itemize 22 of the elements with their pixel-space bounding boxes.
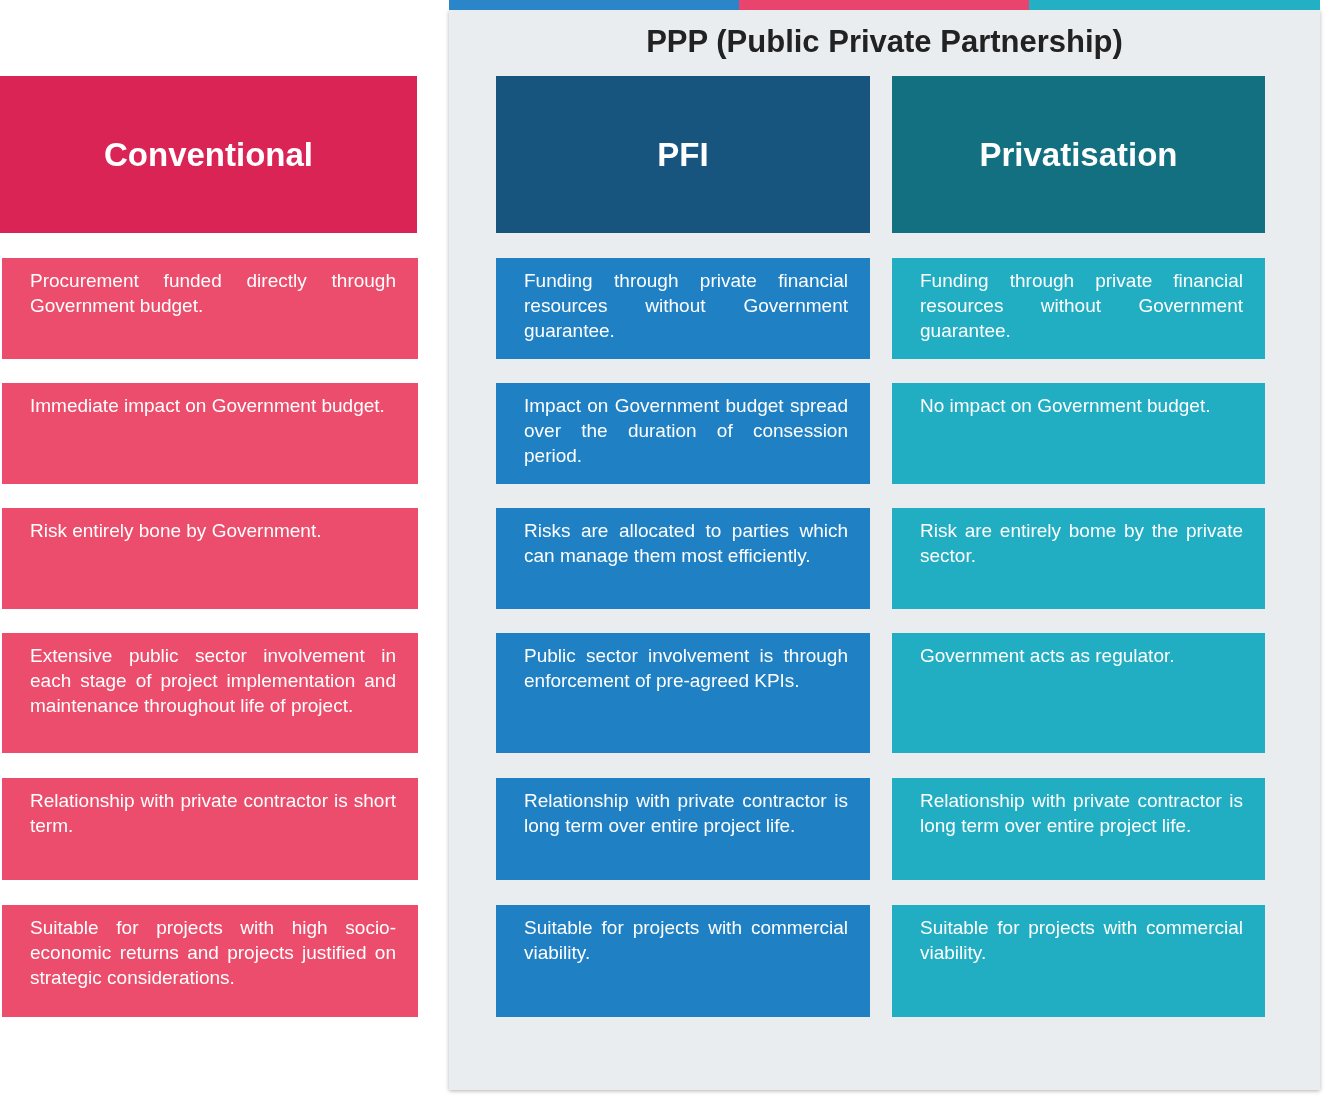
comparison-card: Procurement funded directly through Government budget. — [2, 258, 418, 359]
comparison-card: Risk are entirely bome by the private sector. — [892, 508, 1265, 609]
column-header: PFI — [496, 76, 870, 233]
comparison-card: Suitable for projects with high socio-economic returns and projects justified on strategic considerations. — [2, 905, 418, 1017]
column-header: Privatisation — [892, 76, 1265, 233]
comparison-card: No impact on Government budget. — [892, 383, 1265, 484]
panel-title: PPP (Public Private Partnership) — [645, 24, 1124, 60]
comparison-card: Suitable for projects with commercial viability. — [496, 905, 870, 1017]
comparison-card: Government acts as regulator. — [892, 633, 1265, 753]
comparison-card: Funding through private financial resources without Government guarantee. — [892, 258, 1265, 359]
comparison-card: Relationship with private contractor is long term over entire project life. — [892, 778, 1265, 880]
comparison-card: Relationship with private contractor is short term. — [2, 778, 418, 880]
column-header: Conventional — [0, 76, 417, 233]
comparison-card: Risks are allocated to parties which can manage them most efficiently. — [496, 508, 870, 609]
comparison-card: Suitable for projects with commercial viability. — [892, 905, 1265, 1017]
comparison-card: Public sector involvement is through enforcement of pre-agreed KPIs. — [496, 633, 870, 753]
comparison-card: Risk entirely bone by Government. — [2, 508, 418, 609]
comparison-card: Relationship with private contractor is long term over entire project life. — [496, 778, 870, 880]
comparison-card: Extensive public sector involvement in each stage of project implementation and maintenance throughout life of project. — [2, 633, 418, 753]
comparison-card: Funding through private financial resources without Government guarantee. — [496, 258, 870, 359]
comparison-card: Impact on Government budget spread over the duration of consession period. — [496, 383, 870, 484]
comparison-card: Immediate impact on Government budget. — [2, 383, 418, 484]
